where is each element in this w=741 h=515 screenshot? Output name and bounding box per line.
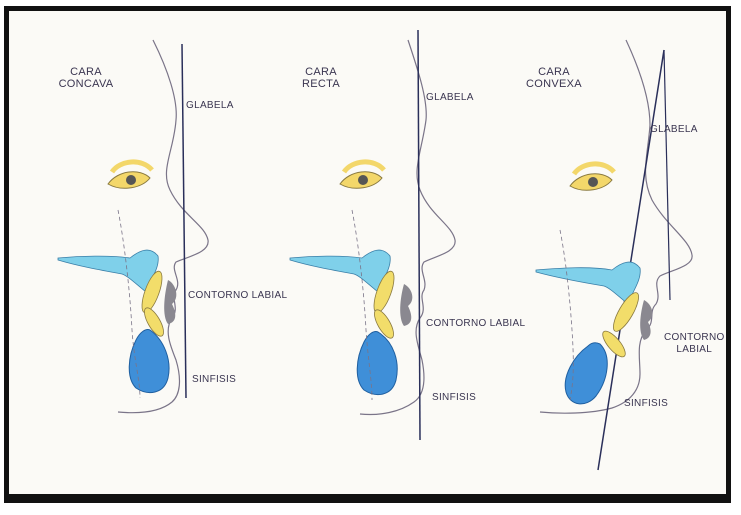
panel-concave	[58, 40, 208, 413]
maxilla-convex	[536, 262, 640, 304]
label-sinfisis-concave: SINFISIS	[192, 374, 236, 386]
maxilla-straight	[290, 250, 390, 292]
symphysis-concave	[129, 329, 169, 392]
label-glabela-concave: GLABELA	[186, 100, 234, 112]
label-contorno-labial-concave: CONTORNO LABIAL	[188, 290, 287, 302]
panel-title-convex: CARA CONVEXA	[524, 66, 584, 90]
label-sinfisis-straight: SINFISIS	[432, 392, 476, 404]
symphysis-convex	[565, 343, 607, 404]
label-contorno-labial-straight: CONTORNO LABIAL	[426, 318, 525, 330]
panel-title-straight: CARA RECTA	[296, 66, 346, 90]
reference-line-concave	[182, 44, 186, 398]
panel-title-concave: CARA CONCAVA	[58, 66, 114, 90]
reference-line-convex-upper	[664, 50, 670, 300]
label-contorno-labial-convex: CONTORNO LABIAL	[664, 332, 725, 356]
symphysis-straight	[357, 331, 397, 394]
panel-convex	[536, 40, 692, 470]
label-sinfisis-convex: SINFISIS	[624, 398, 668, 410]
maxilla-concave	[58, 250, 158, 292]
label-glabela-convex: GLABELA	[650, 124, 698, 136]
reference-line-straight	[418, 30, 420, 440]
label-glabela-straight: GLABELA	[426, 92, 474, 104]
